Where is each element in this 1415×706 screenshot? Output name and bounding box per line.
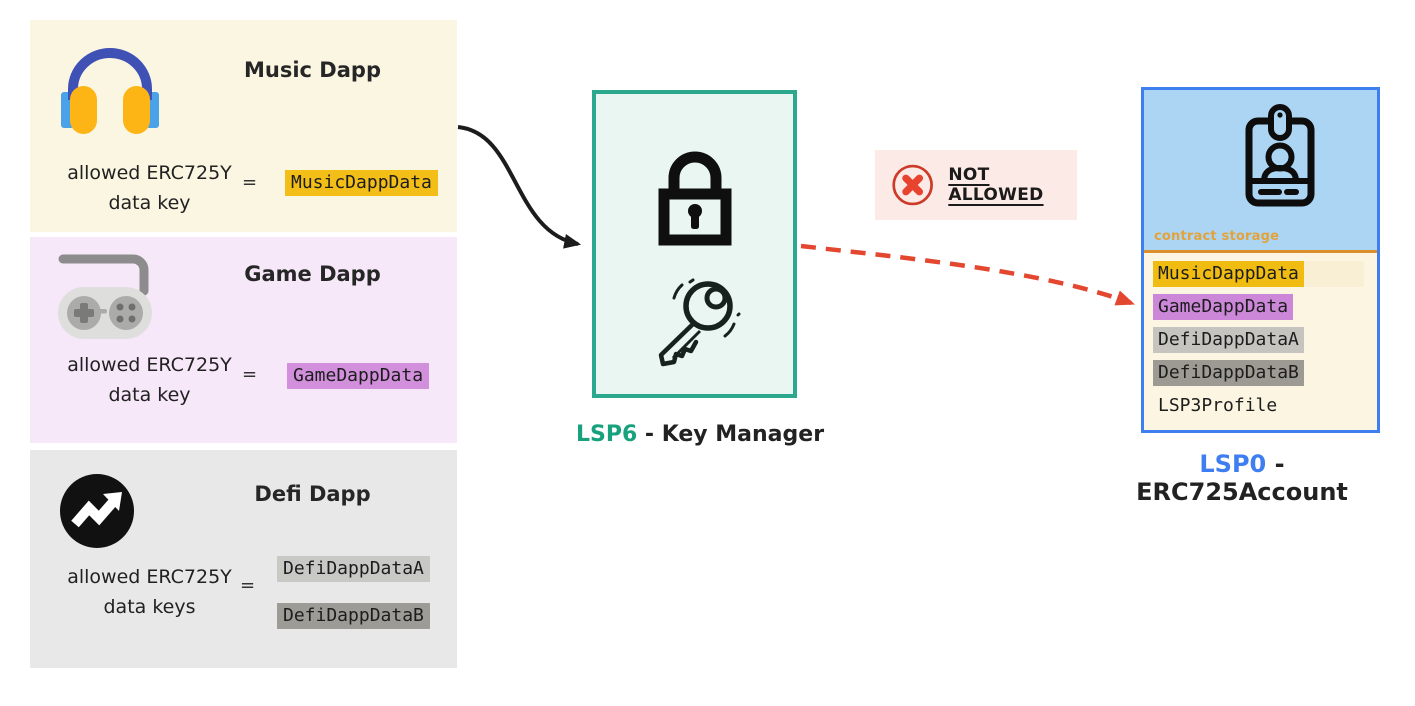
- music-to-key-manager-arrow: [457, 125, 582, 249]
- id-badge-icon: [1245, 104, 1315, 207]
- music-dapp-allowed-keys-label: allowed ERC725Y data key: [67, 162, 232, 215]
- storage-row: MusicDappData: [1153, 261, 1364, 287]
- account-header: contract storage: [1144, 90, 1377, 250]
- trending-up-icon: [60, 474, 134, 548]
- storage-key-defidappdataa: DefiDappDataA: [1153, 327, 1304, 353]
- defi-dapp-data-key-a-chip: DefiDappDataA: [277, 556, 430, 582]
- defi-dapp-card: Defi Dapp allowed ERC725Y data keys = De…: [30, 450, 457, 668]
- erc725-account-name: - ERC725Account: [1136, 450, 1348, 506]
- erc725-account-box: contract storage MusicDappData GameDappD…: [1141, 87, 1380, 433]
- lock-icon: [658, 151, 732, 246]
- erc725-account-label: LSP0 - ERC725Account: [1092, 450, 1392, 506]
- storage-key-gamedappdata: GameDappData: [1153, 294, 1294, 320]
- storage-row: DefiDappDataA: [1153, 327, 1368, 353]
- contract-storage-label: contract storage: [1154, 229, 1280, 244]
- contract-storage-list: MusicDappData GameDappData DefiDappDataA…: [1144, 253, 1377, 430]
- x-circle-icon: [892, 164, 933, 206]
- storage-key-defidappdatab: DefiDappDataB: [1153, 360, 1304, 386]
- game-dapp-title: Game Dapp: [244, 262, 381, 286]
- headphones-icon: [61, 48, 159, 134]
- storage-row: GameDappData: [1153, 294, 1368, 320]
- music-dapp-title: Music Dapp: [244, 58, 381, 82]
- storage-key-musicdappdata: MusicDappData: [1153, 261, 1304, 287]
- game-dapp-data-key-chip: GameDappData: [287, 363, 430, 389]
- storage-key-lsp3profile: LSP3Profile: [1158, 395, 1278, 416]
- key-manager-name: - Key Manager: [637, 422, 825, 447]
- equals-sign: =: [240, 575, 256, 596]
- defi-dapp-data-key-b-chip: DefiDappDataB: [277, 603, 430, 629]
- music-dapp-data-key-chip: MusicDappData: [285, 170, 438, 196]
- equals-sign: =: [242, 364, 258, 385]
- storage-row: DefiDappDataB: [1153, 360, 1368, 386]
- key-manager-box: [592, 90, 797, 398]
- key-icon: [658, 278, 741, 367]
- not-allowed-text: NOT ALLOWED: [948, 165, 1044, 205]
- music-dapp-card: Music Dapp allowed ERC725Y data key = Mu…: [30, 20, 457, 232]
- lsp0-abbreviation: LSP0: [1199, 450, 1267, 478]
- lsp6-abbreviation: LSP6: [575, 422, 638, 447]
- defi-dapp-title: Defi Dapp: [254, 482, 371, 506]
- key-manager-to-account-arrow: [800, 243, 1135, 306]
- gamepad-icon: [58, 254, 152, 339]
- key-manager-label: LSP6 - Key Manager: [550, 422, 850, 447]
- defi-dapp-allowed-keys-label: allowed ERC725Y data keys: [67, 566, 232, 619]
- equals-sign: =: [242, 172, 258, 193]
- storage-row: LSP3Profile: [1153, 393, 1368, 419]
- not-allowed-badge: NOT ALLOWED: [875, 150, 1077, 220]
- game-dapp-card: Game Dapp allowed ERC725Y data key = Gam…: [30, 237, 457, 443]
- storage-divider: [1144, 250, 1377, 253]
- game-dapp-allowed-keys-label: allowed ERC725Y data key: [67, 354, 232, 407]
